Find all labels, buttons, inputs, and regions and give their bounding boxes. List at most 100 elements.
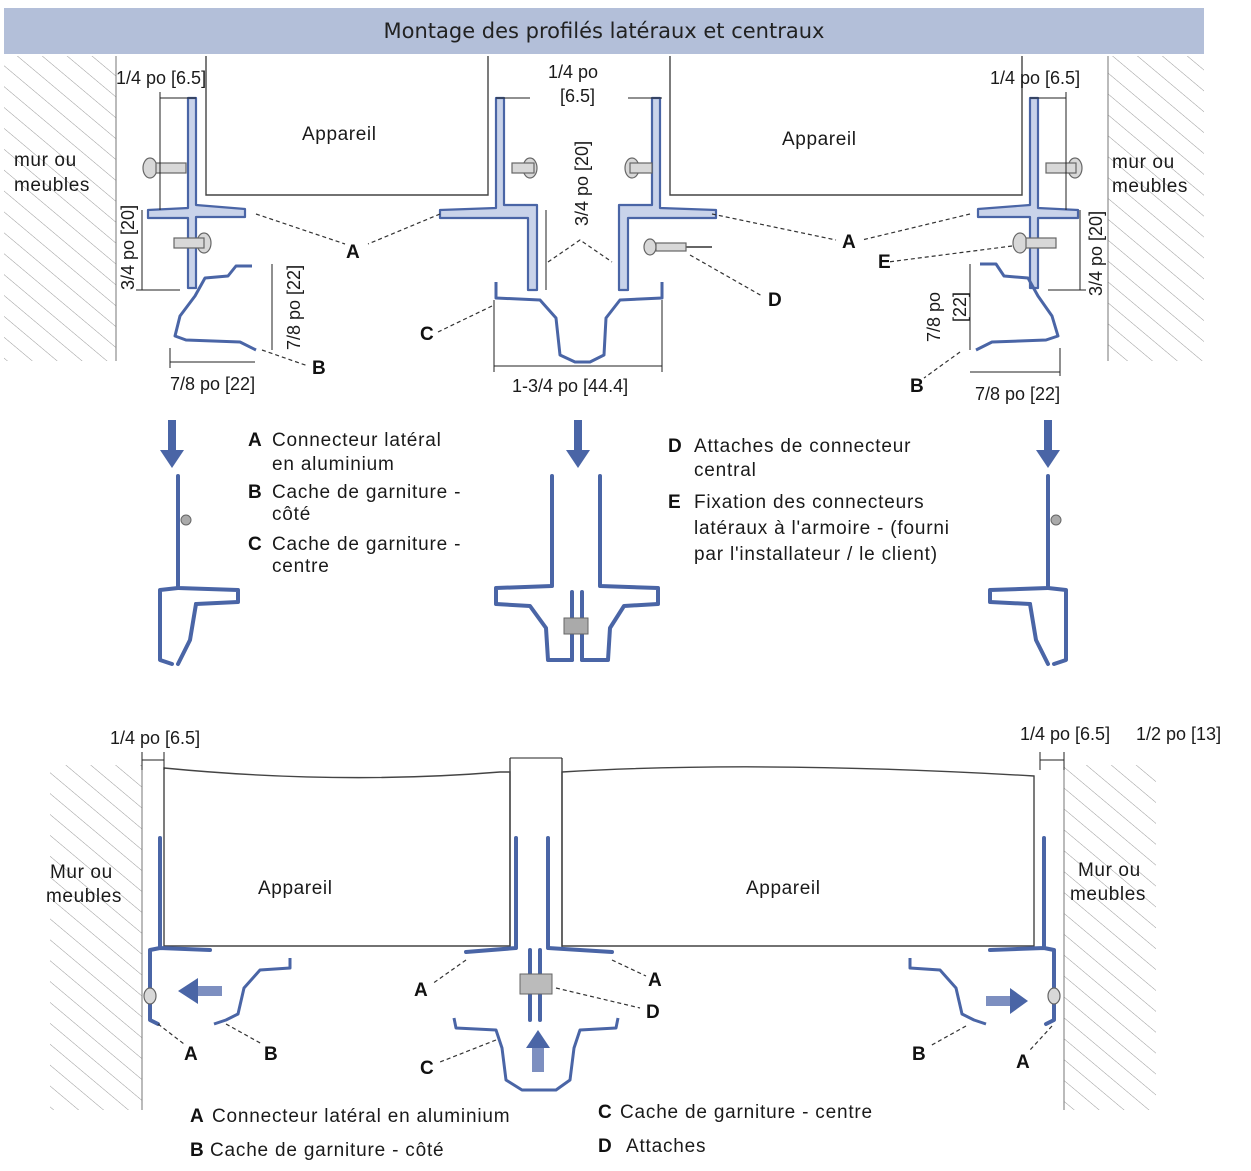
callout-a-top-1: A (346, 242, 360, 263)
legend-c-line2: centre (272, 556, 330, 577)
legend-bottom: A Connecteur latéral en aluminium B Cach… (190, 1102, 873, 1161)
legend-bottom-c: Cache de garniture - centre (620, 1102, 873, 1123)
arrow-left-bottom (178, 978, 222, 1004)
callout-a-bottom-1: A (184, 1044, 198, 1065)
legend-key-d: D (668, 436, 682, 457)
legend-b-line2: côté (272, 504, 311, 525)
dim-depth-left: 3/4 po [20] (118, 205, 138, 290)
legend-key-e: E (668, 492, 681, 513)
wall-label-left-1: mur ou (14, 150, 77, 171)
trim-cover-right (975, 262, 1060, 352)
dim-depth-center: 3/4 po [20] (572, 141, 592, 226)
legend-a-line1: Connecteur latéral (272, 430, 442, 451)
callout-a-bottom-3: A (648, 970, 662, 991)
trim-cover-center-bottom (452, 1017, 620, 1092)
wall-right-top (1108, 56, 1204, 361)
wall-label-left-2: meubles (14, 175, 90, 196)
legend-key-b: B (248, 482, 262, 503)
wall-left-bottom (50, 765, 142, 1110)
legend-d-line2: central (694, 460, 757, 481)
callout-d-bottom: D (646, 1002, 660, 1023)
dim-lines-bottom (141, 752, 1065, 1063)
callout-a-bottom-2: A (414, 980, 428, 1001)
appliance-right-top (669, 56, 1023, 196)
assembled-center (494, 474, 660, 662)
dim-gap-center-b: [6.5] (560, 86, 595, 106)
legend-d-line1: Attaches de connecteur (694, 436, 911, 457)
appliance-left-bottom (163, 767, 511, 947)
wall-label-right-1: mur ou (1112, 152, 1175, 173)
rivet-d (643, 238, 712, 256)
dim-center-width: 1-3/4 po [44.4] (512, 376, 628, 396)
center-connector-right (617, 96, 718, 292)
screw-center-1 (511, 157, 538, 179)
wall-right-bottom (1064, 765, 1156, 1110)
trim-cover-right-bottom (908, 958, 987, 1026)
legend-a-line2: en aluminium (272, 454, 395, 475)
arrow-down-left (160, 420, 184, 468)
callout-c-bottom: C (420, 1058, 434, 1079)
side-connector-right-bottom (988, 836, 1061, 1026)
legend-c-line1: Cache de garniture - (272, 534, 461, 555)
legend-top-right: D Attaches de connecteur central E Fixat… (668, 436, 950, 565)
legend-e-line1: Fixation des connecteurs (694, 492, 924, 513)
legend-e-line3: par l'installateur / le client) (694, 544, 938, 565)
arrow-down-right (1036, 420, 1060, 468)
arrow-up-center-bottom (526, 1030, 550, 1072)
legend-key-a: A (248, 430, 262, 451)
wall-label-right-bottom-1: Mur ou (1078, 860, 1141, 881)
wall-label-left-bottom-2: meubles (46, 886, 122, 907)
legend-bottom-d: Attaches (626, 1136, 706, 1157)
dim-gap-right2-bottom: 1/2 po [13] (1136, 724, 1221, 744)
callout-d-top: D (768, 290, 782, 311)
dim-trim-h-right-b: [22] (950, 292, 970, 322)
wall-label-right-bottom-2: meubles (1070, 884, 1146, 905)
callout-b-bottom-1: B (264, 1044, 278, 1065)
callout-a-bottom-4: A (1016, 1052, 1030, 1073)
trim-cover-left (173, 264, 257, 352)
assembled-right (988, 474, 1068, 666)
trim-cover-center (494, 282, 664, 364)
appliance-label-right-top: Appareil (782, 129, 857, 150)
dim-trim-w-left: 7/8 po [22] (170, 374, 255, 394)
wall-label-right-2: meubles (1112, 176, 1188, 197)
trim-cover-left-bottom (213, 958, 292, 1026)
callout-b-top-1: B (312, 358, 326, 379)
callout-b-top-2: B (910, 376, 924, 397)
side-connector-left-bottom (143, 836, 212, 1026)
callout-e-top: E (878, 252, 891, 273)
appliance-label-left-top: Appareil (302, 124, 377, 145)
assembled-left (158, 474, 240, 666)
wall-label-left-bottom-1: Mur ou (50, 862, 113, 883)
center-connector-left (438, 96, 539, 292)
arrow-down-center (566, 420, 590, 468)
legend-bottom-b: Cache de garniture - côté (210, 1140, 444, 1161)
legend-bottom-a: Connecteur latéral en aluminium (212, 1106, 510, 1127)
wall-left-top (4, 56, 116, 361)
screw-left-1 (142, 157, 187, 179)
screw-center-2 (624, 157, 653, 179)
dim-lines-top (136, 92, 1086, 379)
dim-trim-w-right: 7/8 po [22] (975, 384, 1060, 404)
diagram-title: Montage des profilés latéraux et centrau… (4, 8, 1204, 54)
screw-left-2 (173, 232, 212, 254)
callout-a-top-2: A (842, 232, 856, 253)
legend-bottom-key-c: C (598, 1102, 612, 1123)
side-connector-right (976, 96, 1080, 290)
dim-gap-right-top: 1/4 po [6.5] (990, 68, 1080, 88)
dim-trim-h-right-a: 7/8 po (924, 292, 944, 342)
dim-gap-right-bottom: 1/4 po [6.5] (1020, 724, 1110, 744)
legend-top-left: A Connecteur latéral en aluminium B Cach… (248, 430, 461, 577)
screw-right-2 (1012, 232, 1057, 254)
dim-gap-left-top: 1/4 po [6.5] (116, 68, 206, 88)
arrow-right-bottom (986, 988, 1028, 1014)
appliance-right-bottom (561, 766, 1035, 947)
legend-e-line2: latéraux à l'armoire - (fourni (694, 518, 950, 539)
legend-bottom-key-b: B (190, 1140, 204, 1161)
legend-b-line1: Cache de garniture - (272, 482, 461, 503)
dim-depth-right: 3/4 po [20] (1086, 211, 1106, 296)
dim-gap-center-a: 1/4 po (548, 62, 598, 82)
appliance-label-right-bottom: Appareil (746, 878, 821, 899)
dim-gap-left-bottom: 1/4 po [6.5] (110, 728, 200, 748)
